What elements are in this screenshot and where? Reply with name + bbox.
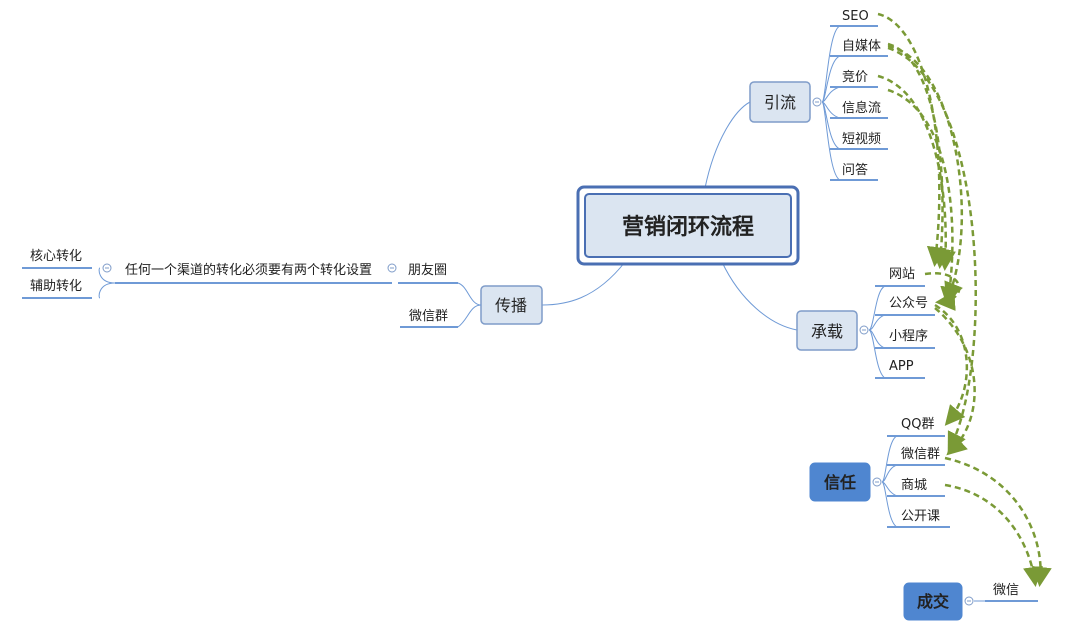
- xinren-children: [881, 435, 950, 528]
- node-fuzhu-zhuanhua[interactable]: 辅助转化: [30, 279, 82, 294]
- node-hexin-zhuanhua[interactable]: 核心转化: [30, 249, 82, 264]
- arrow-zimeiti-to-wangzhan: [887, 42, 952, 269]
- node-qqqun[interactable]: QQ群: [901, 417, 934, 432]
- node-conversion-rule[interactable]: 任何一个渠道的转化必须要有两个转化设置: [125, 262, 372, 278]
- node-weixinqun-chuanbo[interactable]: 微信群: [409, 309, 448, 324]
- node-seo[interactable]: SEO: [842, 9, 869, 24]
- relationship-arrows: [877, 12, 1052, 587]
- chengzai-children: [868, 285, 935, 379]
- arrow-zimeiti-to-gongzhonghao: [887, 44, 964, 303]
- branch-yinliu[interactable]: 引流: [749, 81, 811, 123]
- node-gongzhonghao[interactable]: 公众号: [889, 296, 928, 311]
- svg-text:成交: 成交: [917, 592, 949, 611]
- branch-xinren[interactable]: 信任: [809, 462, 871, 502]
- arrow-xinxiliu-to-gongzhonghao: [887, 88, 961, 307]
- branch-chuanbo[interactable]: 传播: [480, 285, 543, 325]
- node-gongkaike[interactable]: 公开课: [901, 509, 940, 524]
- arrow-jingjia-to-wangzhan: [877, 74, 956, 271]
- node-weixin[interactable]: 微信: [993, 583, 1019, 598]
- svg-text:承载: 承载: [811, 322, 843, 341]
- arrow-weixinqun-to-weixin: [944, 456, 1052, 587]
- node-pengyouquan[interactable]: 朋友圈: [408, 262, 447, 278]
- node-wenda[interactable]: 问答: [842, 162, 868, 178]
- node-shangcheng[interactable]: 商城: [901, 478, 927, 493]
- node-weixinqun-xinren[interactable]: 微信群: [901, 447, 940, 462]
- node-xiaochengxu[interactable]: 小程序: [889, 329, 928, 344]
- node-duanshipin[interactable]: 短视频: [842, 132, 881, 147]
- yinliu-children: [821, 25, 888, 181]
- collapse-toggle-pengyouquan[interactable]: [387, 263, 397, 273]
- branch-chengjiao[interactable]: 成交: [903, 582, 963, 621]
- collapse-toggle-yinliu[interactable]: [812, 97, 822, 107]
- arrow-zimeiti-to-weixinqun: [887, 46, 977, 453]
- collapse-toggle-chengzai[interactable]: [859, 325, 869, 335]
- collapse-toggle-chengjiao[interactable]: [964, 596, 974, 606]
- node-app[interactable]: APP: [889, 359, 914, 374]
- svg-text:引流: 引流: [764, 93, 796, 112]
- root-label: 营销闭环流程: [622, 214, 754, 240]
- collapse-toggle-note[interactable]: [102, 263, 112, 273]
- node-xinxiliu[interactable]: 信息流: [842, 100, 881, 116]
- root-node[interactable]: 营销闭环流程: [576, 185, 800, 266]
- node-zimeiti[interactable]: 自媒体: [842, 39, 881, 54]
- chuanbo-children: [22, 267, 482, 328]
- arrow-shangcheng-to-weixin: [944, 483, 1043, 587]
- node-wangzhan[interactable]: 网站: [889, 267, 915, 282]
- root-connectors: [541, 101, 798, 331]
- svg-text:传播: 传播: [495, 296, 527, 315]
- node-jingjia[interactable]: 竞价: [842, 69, 868, 85]
- branch-chengzai[interactable]: 承载: [796, 310, 858, 351]
- collapse-toggle-xinren[interactable]: [872, 477, 882, 487]
- arrow-seo-to-wangzhan: [877, 12, 947, 267]
- arrow-wangzhan-loop: [924, 272, 961, 311]
- arrow-gongzhonghao-to-weixinqun: [934, 307, 976, 456]
- arrow-gongzhonghao-to-qqqun: [934, 303, 969, 426]
- svg-text:信任: 信任: [824, 473, 856, 492]
